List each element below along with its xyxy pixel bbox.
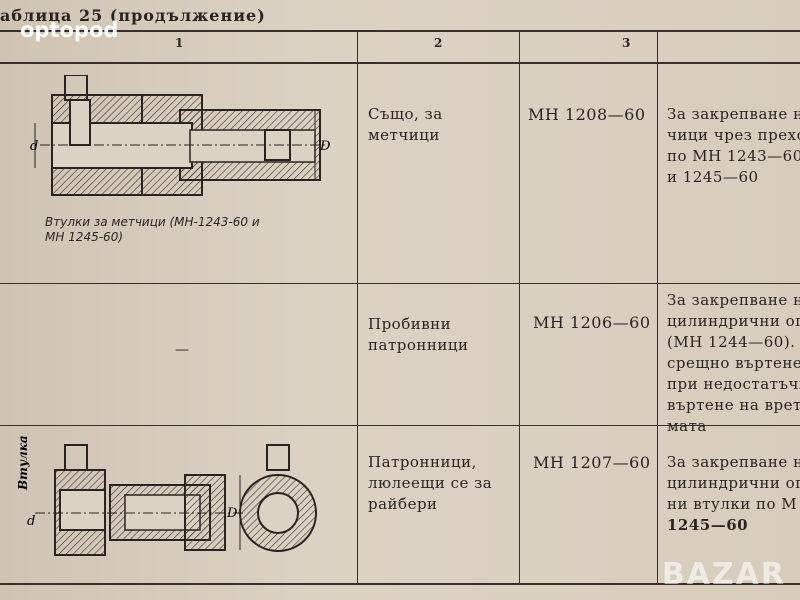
text-line: цилиндрични опа <box>667 474 800 492</box>
divider <box>0 30 800 32</box>
divider <box>357 30 358 583</box>
figure-caption: Втулки за метчици (МН-1243-60 и МН 1245-… <box>45 215 260 244</box>
text-line: по МН 1243—60 <box>667 147 800 165</box>
row1-standard: МН 1208—60 <box>528 105 646 124</box>
column-header-1: 1 <box>175 36 184 50</box>
reamer-chuck-drawing: Втулка d D <box>16 435 317 556</box>
row2-purpose: За закрепване н цилиндрични опа (МН 1244… <box>667 290 800 437</box>
divider <box>0 283 800 284</box>
label-D: D <box>319 139 330 154</box>
no-figure-dash: — <box>175 342 189 358</box>
tap-sleeve-drawing: d D <box>30 75 330 196</box>
column-header-2: 2 <box>434 36 443 50</box>
text-line: За закрепване на м <box>667 105 800 123</box>
row3-standard: МН 1207—60 <box>533 453 651 472</box>
row2-standard: МН 1206—60 <box>533 313 651 332</box>
text-line: (МН 1244—60). С <box>667 333 800 351</box>
table-title: аблица 25 (продължение) <box>0 6 266 25</box>
row1-purpose: За закрепване на м чици чрез преходни по… <box>667 104 800 188</box>
text-line: цилиндрични опа <box>667 312 800 330</box>
text-line: срещно въртене <box>667 354 800 372</box>
divider <box>0 583 800 585</box>
divider <box>0 62 800 64</box>
row3-purpose: За закрепване н цилиндрични опа ни втулк… <box>667 452 800 536</box>
column-header-3: 3 <box>622 36 631 50</box>
row2-name: Пробивни патронници <box>368 315 469 354</box>
text-line: при недостатъчн <box>667 375 800 393</box>
row1-name: Също, за метчици <box>368 105 443 144</box>
label-d: d <box>27 514 35 529</box>
divider <box>657 30 658 583</box>
watermark-logo: optopod <box>20 18 119 42</box>
text-line: За закрепване н <box>667 453 800 471</box>
divider <box>0 425 800 426</box>
label-D: D <box>226 506 238 521</box>
text-line: 1245—60 <box>667 516 749 534</box>
label-vtulka: Втулка <box>16 435 30 491</box>
text-line: и 1245—60 <box>667 168 759 186</box>
text-line: чици чрез преходни <box>667 126 800 144</box>
label-d: d <box>30 139 38 154</box>
divider <box>519 30 520 583</box>
text-line: За закрепване н <box>667 291 800 309</box>
watermark-logo: BAZAR <box>661 557 786 592</box>
text-line: въртене на врете <box>667 396 800 414</box>
row3-name: Патронници, люлеещи се за райбери <box>368 453 493 513</box>
text-line: мата <box>667 417 707 435</box>
text-line: ни втулки по М <box>667 495 798 513</box>
